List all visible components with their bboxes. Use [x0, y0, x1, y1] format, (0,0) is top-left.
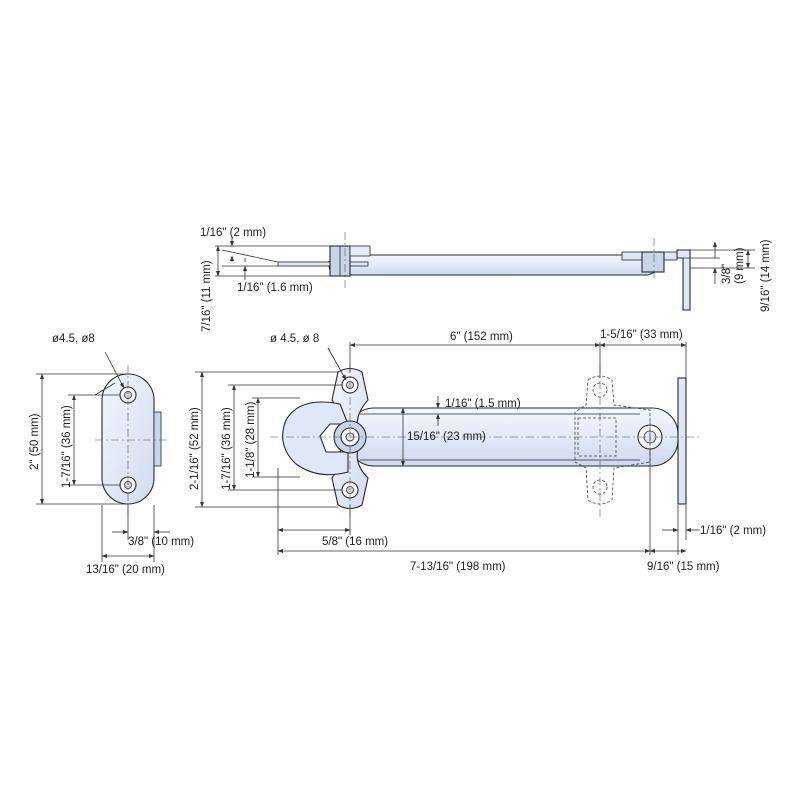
side-height-label: 7/16" (11 mm) [201, 260, 213, 332]
main-bracket-thickness-label: 1/16" (2 mm) [700, 525, 766, 537]
main-bracket-offset-label: 1-5/16" (33 mm) [600, 329, 683, 341]
main-overall-length-label: 7-13/16" (198 mm) [410, 561, 506, 573]
side-view-right-hub [641, 251, 665, 273]
side-view: 1/16" (2 mm) 1/16" (1.6 mm) 7/16" (11 mm… [200, 227, 772, 332]
side-9mm-label: (9 mm) [734, 247, 746, 284]
main-bar-width-label: 15/16" (23 mm) [407, 431, 486, 443]
main-end-offset-label: 9/16" (15 mm) [647, 561, 720, 573]
main-view: ø 4.5, ø 8 6" (152 mm) 1-5/16" (33 mm) 1… [189, 329, 766, 573]
strike-width-label: 13/16" (20 mm) [86, 564, 165, 576]
main-bar-thickness-label: 1/16" (1.5 mm) [445, 398, 521, 410]
strike-hole-label: ø4.5, ø8 [52, 333, 95, 345]
side-view-bracket [676, 249, 691, 311]
main-cam-offset-label: 5/8" (16 mm) [322, 536, 388, 548]
main-hole-label: ø 4.5, ø 8 [270, 333, 319, 345]
main-right-bracket [677, 377, 687, 505]
strike-hole-spacing-label: 1-7/16" (36 mm) [61, 405, 73, 488]
strike-offset-label: 3/8" (10 mm) [128, 536, 194, 548]
side-top-thickness-label: 1/16" (2 mm) [200, 227, 266, 239]
side-plate-thickness-label: 1/16" (1.6 mm) [237, 282, 313, 294]
side-view-bar [327, 254, 662, 276]
strike-plate-view: ø4.5, ø8 2" (50 mm) 1-7/16" (36 mm) 3/8"… [29, 333, 194, 576]
side-38-label: 3/8" [721, 264, 733, 284]
main-plate-height-label: 2-1/16" (52 mm) [189, 407, 201, 490]
main-latch-cam [282, 401, 349, 476]
main-pitch-label: 6" (152 mm) [450, 331, 513, 343]
main-cam-height-label: 1-1/8" (28 mm) [245, 402, 257, 478]
side-916-14-label: 9/16" (14 mm) [760, 239, 772, 312]
strike-height-label: 2" (50 mm) [29, 413, 41, 470]
side-view-left-plate [277, 261, 369, 267]
main-hole-spacing-label: 1-7/16" (36 mm) [221, 407, 233, 490]
